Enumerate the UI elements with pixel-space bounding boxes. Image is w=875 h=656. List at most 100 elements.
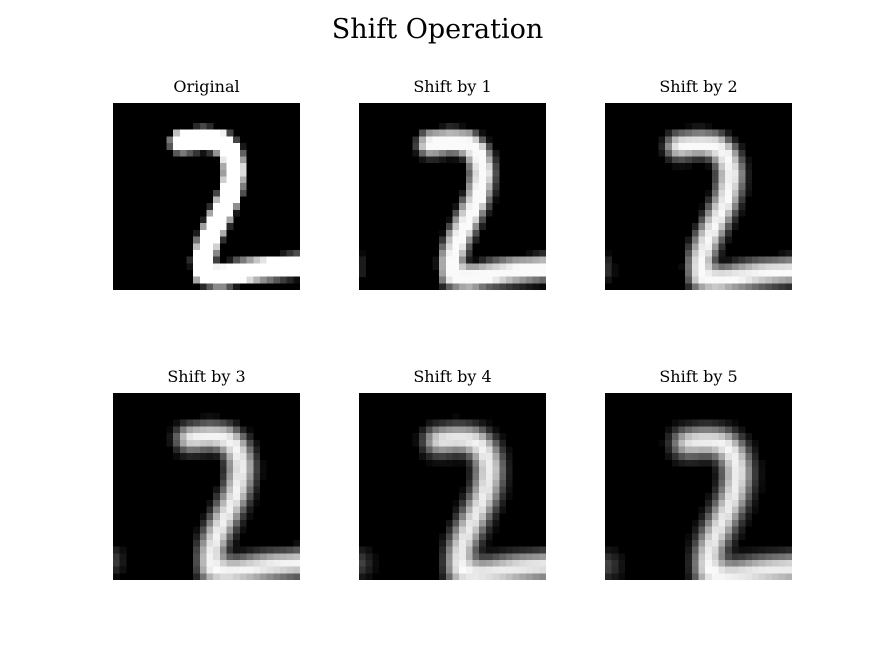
digit-pixel <box>246 553 254 561</box>
digit-pixel <box>445 433 453 440</box>
digit-pixel <box>685 236 692 244</box>
digit-pixel <box>213 506 220 514</box>
digit-pixel <box>452 439 460 447</box>
digit-pixel <box>479 433 487 440</box>
digit-pixel <box>485 209 493 217</box>
digit-pixel <box>259 566 267 574</box>
digit-pixel <box>186 143 194 150</box>
digit-pixel <box>745 473 753 480</box>
digit-pixel <box>745 573 753 580</box>
digit-pixel <box>778 249 786 257</box>
digit-pixel <box>226 453 234 460</box>
digit-pixel <box>445 123 453 130</box>
digit-pixel <box>718 229 726 237</box>
digit-pixel <box>738 163 746 170</box>
digit-pixel <box>359 559 366 567</box>
digit-pixel <box>725 539 733 547</box>
digit-pixel <box>512 256 520 264</box>
digit-pixel <box>685 566 692 574</box>
digit-pixel <box>452 249 460 257</box>
digit-pixel <box>365 559 373 567</box>
digit-pixel <box>246 479 254 487</box>
digit-pixel <box>166 136 174 144</box>
digit-pixel <box>213 519 220 527</box>
digit-pixel <box>718 459 726 467</box>
digit-pixel <box>485 433 493 440</box>
digit-pixel <box>193 533 200 541</box>
digit-pixel <box>213 426 220 434</box>
digit-pixel <box>725 189 733 197</box>
digit-pixel <box>439 539 446 547</box>
digit-pixel <box>731 163 739 170</box>
digit-pixel <box>439 263 446 271</box>
digit-image-shift-5 <box>605 393 792 580</box>
digit-pixel <box>213 439 220 447</box>
digit-pixel <box>738 559 746 567</box>
digit-pixel <box>465 519 473 527</box>
digit-pixel <box>213 566 220 574</box>
digit-pixel <box>479 256 487 264</box>
digit-pixel <box>432 149 440 157</box>
digit-pixel <box>206 506 214 514</box>
digit-pixel <box>179 419 187 427</box>
digit-pixel <box>419 433 426 440</box>
digit-pixel <box>219 573 227 580</box>
digit-pixel <box>725 546 733 554</box>
digit-pixel <box>452 513 460 521</box>
digit-pixel <box>439 439 446 447</box>
digit-pixel <box>226 513 234 521</box>
digit-pixel <box>485 439 493 447</box>
digit-pixel <box>465 176 473 184</box>
digit-pixel <box>459 196 466 204</box>
digit-pixel <box>718 519 726 527</box>
digit-pixel <box>691 256 699 264</box>
digit-pixel <box>711 149 719 157</box>
digit-pixel <box>445 263 453 271</box>
digit-pixel <box>465 149 473 157</box>
digit-pixel <box>485 553 493 561</box>
digit-pixel <box>233 209 241 217</box>
digit-pixel <box>485 479 493 487</box>
digit-pixel <box>512 566 520 574</box>
digit-image-original <box>113 103 300 290</box>
digit-pixel <box>119 553 127 561</box>
digit-pixel <box>359 256 366 264</box>
digit-pixel <box>359 566 366 574</box>
digit-pixel <box>658 143 666 150</box>
digit-pixel <box>745 486 753 494</box>
digit-pixel <box>479 419 487 427</box>
digit-pixel <box>465 433 473 440</box>
digit-pixel <box>459 446 466 454</box>
digit-pixel <box>266 263 274 271</box>
digit-pixel <box>698 439 706 447</box>
digit-pixel <box>758 559 766 567</box>
digit-pixel <box>465 533 473 541</box>
digit-pixel <box>286 553 294 561</box>
digit-pixel <box>199 216 207 224</box>
digit-pixel <box>519 276 527 284</box>
digit-pixel <box>725 526 733 534</box>
digit-pixel <box>505 493 513 500</box>
digit-pixel <box>485 513 493 521</box>
digit-pixel <box>226 216 234 224</box>
digit-pixel <box>459 526 466 534</box>
digit-pixel <box>539 263 546 271</box>
digit-pixel <box>678 163 686 170</box>
digit-pixel <box>738 499 746 507</box>
digit-pixel <box>459 256 466 264</box>
digit-pixel <box>419 156 426 164</box>
digit-pixel <box>718 163 726 170</box>
digit-pixel <box>239 513 247 521</box>
digit-pixel <box>226 433 234 440</box>
digit-pixel <box>459 506 466 514</box>
digit-pixel <box>459 123 466 130</box>
digit-pixel <box>439 149 446 157</box>
digit-pixel <box>725 419 733 427</box>
digit-pixel <box>233 486 241 494</box>
digit-pixel <box>372 553 380 561</box>
digit-pixel <box>532 546 540 554</box>
digit-pixel <box>492 526 500 534</box>
digit-pixel <box>472 256 480 264</box>
digit-pixel <box>479 183 487 190</box>
digit-pixel <box>738 573 746 580</box>
